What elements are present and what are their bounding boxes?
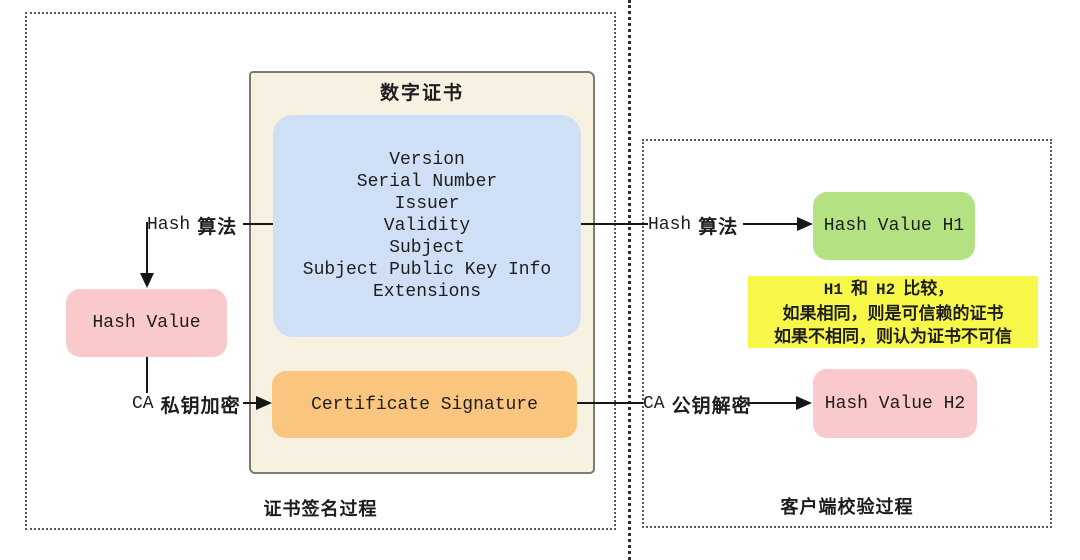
note-h2: H2	[876, 280, 896, 299]
arrow-right-into-signature-icon	[256, 396, 272, 410]
connector-ca-public-label-to-h2	[748, 402, 798, 404]
connector-fields-to-hash-label	[243, 223, 273, 225]
note-compare: 比较，	[903, 278, 955, 298]
digital-certificate-box: 数字证书 Version Serial Number Issuer Validi…	[249, 71, 595, 474]
arrow-right-into-h2-icon	[796, 396, 812, 410]
verification-process-region: 客户端校验过程	[642, 139, 1052, 528]
field-validity: Validity	[383, 216, 471, 236]
connector-signature-to-ca-public-label	[577, 402, 643, 404]
connector-fields-to-right-hash-label	[581, 223, 648, 225]
comparison-note: H1 和 H2 比较， 如果相同，则是可信赖的证书 如果不相同，则认为证书不可信	[748, 276, 1038, 348]
signing-process-region: 证书签名过程	[25, 12, 616, 530]
hash-value-h2-box: Hash Value H2	[813, 369, 977, 438]
note-h1: H1	[823, 280, 843, 299]
comparison-note-line2: 如果相同，则是可信赖的证书	[782, 303, 1004, 323]
certificate-title: 数字证书	[379, 83, 464, 104]
field-subject-public-key-info: Subject Public Key Info	[302, 260, 552, 280]
verification-process-caption: 客户端校验过程	[780, 497, 914, 517]
connector-right-hash-label-to-h1	[743, 223, 799, 225]
connector-hashvalue-to-ca-label	[146, 357, 148, 393]
field-serial-number: Serial Number	[356, 172, 498, 192]
hash-value-box: Hash Value	[66, 289, 227, 357]
comparison-note-line1: H1 和 H2 比较，	[824, 277, 962, 302]
field-version: Version	[389, 150, 465, 170]
field-subject: Subject	[389, 238, 465, 258]
comparison-note-line3: 如果不相同，则认为证书不可信	[774, 326, 1012, 346]
arrow-down-icon	[140, 273, 154, 288]
field-issuer: Issuer	[394, 194, 460, 214]
signing-process-caption: 证书签名过程	[263, 499, 378, 519]
certificate-signature-box: Certificate Signature	[272, 371, 577, 438]
note-and: 和	[851, 278, 868, 298]
arrow-right-into-h1-icon	[797, 217, 813, 231]
hash-value-h2-label: Hash Value H2	[824, 393, 966, 414]
hash-value-h1-label: Hash Value H1	[823, 216, 965, 236]
hash-value-h1-box: Hash Value H1	[813, 192, 975, 260]
hash-value-label: Hash Value	[92, 313, 201, 333]
connector-hash-label-down	[146, 222, 148, 276]
certificate-fields-box: Version Serial Number Issuer Validity Su…	[273, 115, 581, 337]
vertical-divider-line	[628, 0, 631, 560]
connector-ca-label-to-signature	[243, 402, 258, 404]
certificate-signature-label: Certificate Signature	[311, 394, 538, 415]
field-extensions: Extensions	[372, 282, 482, 302]
